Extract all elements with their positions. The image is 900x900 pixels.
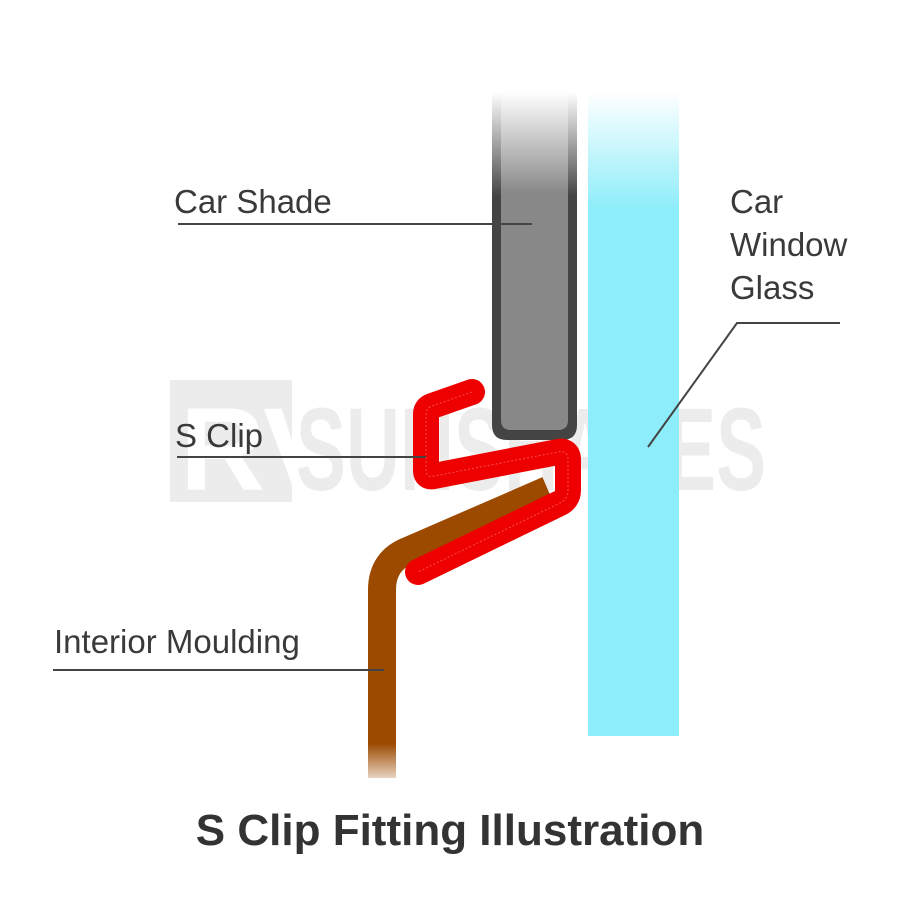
car-window-glass: [588, 92, 679, 736]
s-clip: [405, 379, 581, 585]
window-glass-label-line3: Glass: [730, 269, 815, 306]
leader-lines: [53, 223, 840, 671]
window-glass-label-line2: Window: [730, 226, 848, 263]
interior-moulding: [368, 477, 554, 778]
car-shade: [492, 92, 577, 440]
svg-text:RV: RV: [180, 384, 342, 516]
illustration-title: S Clip Fitting Illustration: [195, 806, 705, 855]
window-glass-label-line1: Car: [730, 183, 784, 220]
interior-moulding-label: Interior Moulding: [54, 623, 300, 660]
car-shade-label: Car Shade: [174, 183, 332, 220]
s-clip-label: S Clip: [175, 417, 264, 454]
